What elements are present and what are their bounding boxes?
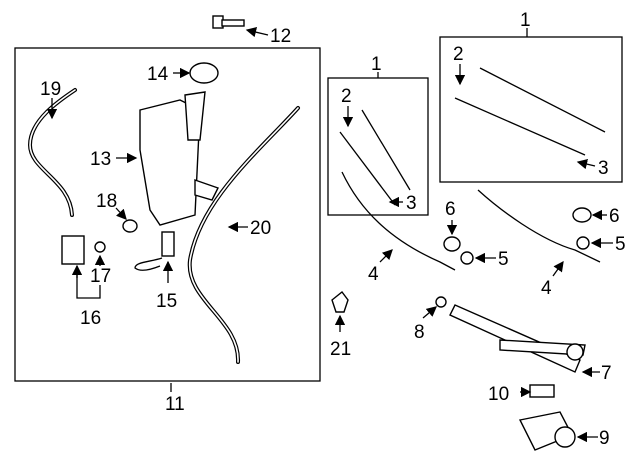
callout-14: 14 bbox=[147, 64, 169, 85]
arm-cap-right-part bbox=[572, 207, 592, 223]
nozzle-part bbox=[331, 291, 349, 313]
reservoir-cap-part bbox=[189, 62, 219, 84]
callout-13: 13 bbox=[90, 149, 111, 170]
washer-group-box bbox=[14, 47, 321, 382]
callout-21: 21 bbox=[330, 339, 351, 360]
callout-10: 10 bbox=[488, 384, 509, 405]
motor-bracket-part bbox=[529, 384, 555, 398]
callout-12: 12 bbox=[270, 26, 291, 47]
callout-3-right: 3 bbox=[598, 158, 609, 179]
wiper-arm-left-part bbox=[341, 171, 456, 271]
washer-reservoir-part bbox=[139, 91, 219, 226]
callout-5-left: 5 bbox=[498, 249, 509, 270]
washer-hose-long-part bbox=[187, 106, 300, 364]
washer-pump-part bbox=[61, 235, 85, 265]
blade-box-right bbox=[439, 36, 623, 183]
wiper-blade-right-part bbox=[454, 67, 606, 156]
callout-7: 7 bbox=[601, 363, 612, 384]
callout-6-right: 6 bbox=[609, 206, 620, 227]
arm-cap-left-part bbox=[443, 236, 461, 252]
arm-nut-right-part bbox=[576, 236, 590, 250]
callout-8: 8 bbox=[414, 322, 425, 343]
callout-1-left: 1 bbox=[371, 54, 382, 75]
callout-4-right: 4 bbox=[541, 278, 552, 299]
wiper-motor-part bbox=[518, 411, 576, 451]
callout-2-left: 2 bbox=[341, 86, 352, 107]
wiper-blade-left-part bbox=[339, 109, 411, 206]
pump-seal-part bbox=[94, 241, 106, 253]
callout-4-left: 4 bbox=[368, 264, 379, 285]
callout-17: 17 bbox=[90, 266, 111, 287]
callout-2-right: 2 bbox=[453, 44, 464, 65]
callout-5-right: 5 bbox=[615, 234, 626, 255]
wiper-linkage-part bbox=[449, 304, 586, 373]
callout-11: 11 bbox=[165, 394, 185, 415]
callout-9: 9 bbox=[599, 428, 610, 449]
callout-1-right: 1 bbox=[520, 10, 531, 31]
callout-15: 15 bbox=[156, 291, 177, 312]
callout-16: 16 bbox=[80, 308, 101, 329]
grommet-part bbox=[122, 219, 138, 233]
callout-19: 19 bbox=[40, 79, 61, 100]
callout-20: 20 bbox=[250, 218, 271, 239]
callout-18: 18 bbox=[96, 191, 117, 212]
callout-3-left: 3 bbox=[406, 193, 417, 214]
wiper-arm-right-part bbox=[477, 189, 601, 263]
linkage-bolt-part bbox=[435, 296, 447, 308]
bolt-part bbox=[212, 15, 245, 29]
callout-6-left: 6 bbox=[445, 199, 456, 220]
arm-nut-left-part bbox=[460, 251, 474, 265]
level-sensor-part bbox=[134, 231, 175, 271]
